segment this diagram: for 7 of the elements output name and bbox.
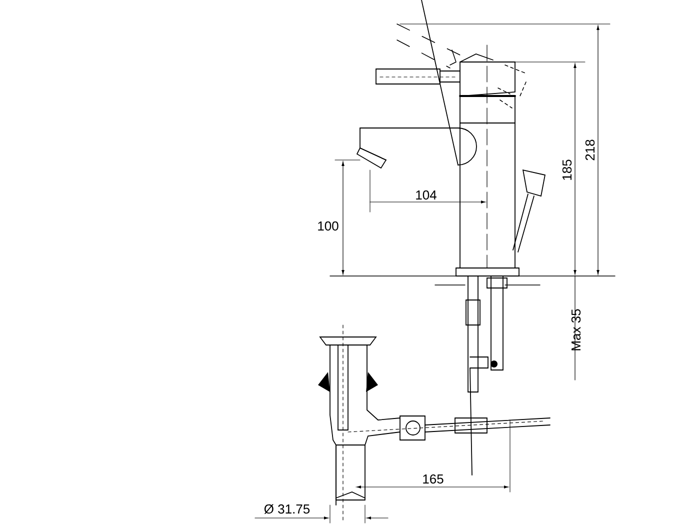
dimension-label: Ø 31.75	[264, 504, 310, 514]
dimension-label: 100	[318, 221, 338, 231]
dimension-label: 165	[423, 474, 444, 484]
dimension-label: Max 35	[571, 309, 581, 350]
dimension-label: 218	[585, 140, 595, 160]
dimension-label: 185	[562, 160, 572, 180]
dimension-label: 104	[416, 190, 436, 200]
